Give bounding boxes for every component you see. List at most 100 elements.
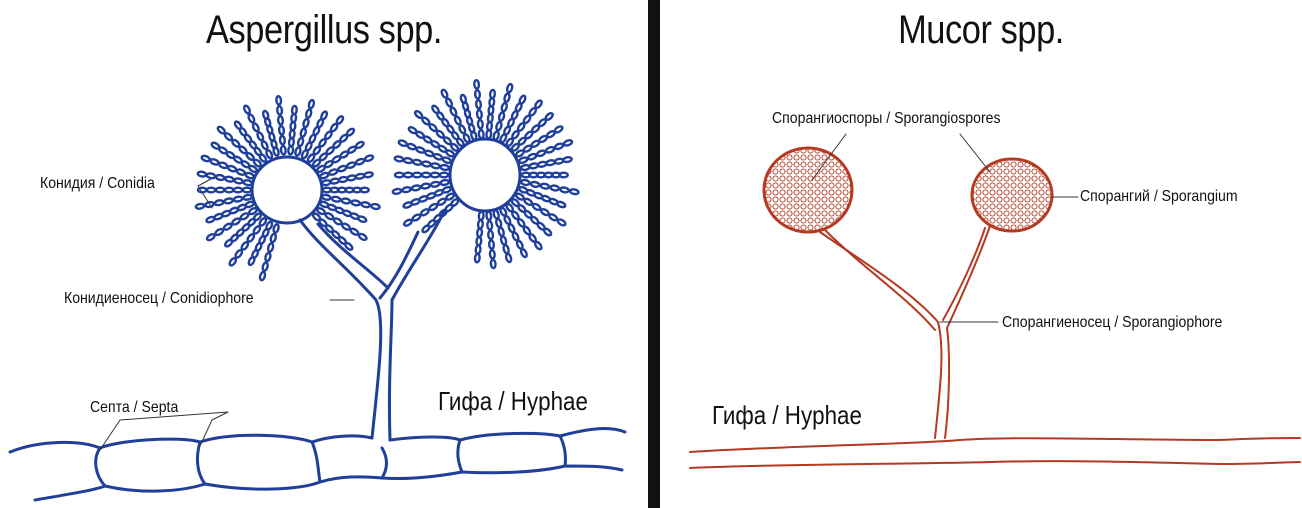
conidium: [500, 236, 507, 245]
conidium: [248, 256, 256, 266]
conidium: [322, 194, 331, 200]
conidium: [216, 188, 224, 193]
conidium: [440, 173, 448, 178]
conidium: [273, 224, 280, 233]
conidium: [206, 173, 215, 179]
panel-divider: [648, 0, 660, 508]
conidium: [243, 105, 251, 115]
conidium: [403, 219, 413, 227]
conidium: [536, 150, 545, 157]
conidium: [351, 200, 360, 206]
vesicle: [450, 139, 520, 211]
conidium: [357, 216, 366, 223]
conidium: [256, 132, 264, 142]
conidium: [529, 163, 538, 169]
conidium: [392, 188, 401, 194]
sporangiospores-label: Спорангиоспоры / Sporangiospores: [772, 110, 1001, 128]
conidium: [491, 260, 496, 269]
conidium: [454, 116, 462, 126]
conidium: [195, 203, 204, 209]
conidium: [486, 211, 491, 220]
conidium: [240, 212, 250, 220]
hyphae-lower-wall: [35, 466, 622, 500]
conidium: [431, 105, 440, 114]
conidium: [322, 180, 331, 186]
conidium: [207, 188, 215, 193]
conidium: [371, 203, 380, 209]
sporangiophore-stalk: [943, 228, 985, 320]
conidium: [440, 179, 449, 185]
sporangiophore-stalk: [825, 230, 935, 330]
conidium: [506, 84, 513, 93]
conidium: [412, 185, 421, 191]
conidium: [413, 173, 421, 178]
conidium: [501, 102, 508, 111]
conidium: [475, 254, 480, 263]
conidium: [523, 198, 533, 206]
conidium: [358, 233, 368, 241]
conidium: [265, 252, 272, 261]
conidia-label: Конидия / Conidia: [40, 175, 155, 193]
conidium: [495, 218, 502, 227]
conidium: [554, 125, 564, 133]
conidium: [420, 208, 430, 216]
sporangium: [764, 148, 852, 232]
conidium: [449, 107, 457, 117]
conidium: [297, 137, 304, 146]
conidium: [477, 228, 482, 237]
septa: [197, 442, 205, 484]
conidium: [234, 178, 243, 184]
sporangium: [972, 159, 1052, 231]
conidium: [252, 123, 260, 133]
conidium: [261, 141, 269, 151]
conidium: [476, 100, 481, 109]
conidium: [545, 146, 554, 153]
conidium: [479, 211, 484, 220]
conidium: [504, 93, 511, 102]
conidium: [270, 233, 277, 242]
conidium: [217, 126, 226, 135]
conidium: [223, 223, 233, 231]
conidium: [355, 141, 365, 149]
septa: [382, 448, 387, 478]
conidium: [479, 130, 484, 139]
hyphae-label: Гифа / Hyphae: [438, 386, 588, 417]
conidium: [347, 175, 356, 181]
conidium: [267, 243, 274, 252]
conidium: [545, 112, 554, 121]
conidium: [431, 163, 440, 169]
conidium: [527, 153, 536, 160]
aspergillus-panel: Aspergillus spp. Конидия / C: [0, 0, 648, 508]
conidium: [489, 240, 494, 249]
conidium: [243, 180, 252, 186]
aspergillus-drawing: [0, 0, 648, 508]
conidium: [325, 212, 335, 220]
conidium: [198, 188, 206, 193]
hyphae-wall: [690, 461, 1300, 468]
conidium: [554, 143, 563, 150]
conidium: [402, 187, 411, 193]
conidium: [219, 162, 228, 169]
conidium: [422, 173, 430, 178]
hyphae-label: Гифа / Hyphae: [712, 400, 862, 431]
conidium: [520, 248, 528, 258]
conidium: [437, 198, 447, 206]
conidium: [341, 198, 350, 204]
conidium: [224, 239, 233, 248]
conidium: [570, 189, 579, 195]
conidium: [305, 109, 312, 118]
conidium: [488, 231, 493, 240]
leader-line: [812, 134, 1078, 322]
conidium: [245, 172, 254, 179]
hyphae-wall: [690, 438, 1300, 452]
conidium: [336, 115, 345, 124]
septa: [312, 442, 320, 482]
conidium: [234, 120, 243, 129]
conidium: [433, 153, 442, 160]
conidium: [493, 210, 500, 219]
conidium: [355, 158, 364, 165]
conidium: [422, 161, 431, 167]
conidium: [548, 213, 558, 221]
conidium: [474, 80, 479, 89]
conidium: [253, 225, 262, 234]
